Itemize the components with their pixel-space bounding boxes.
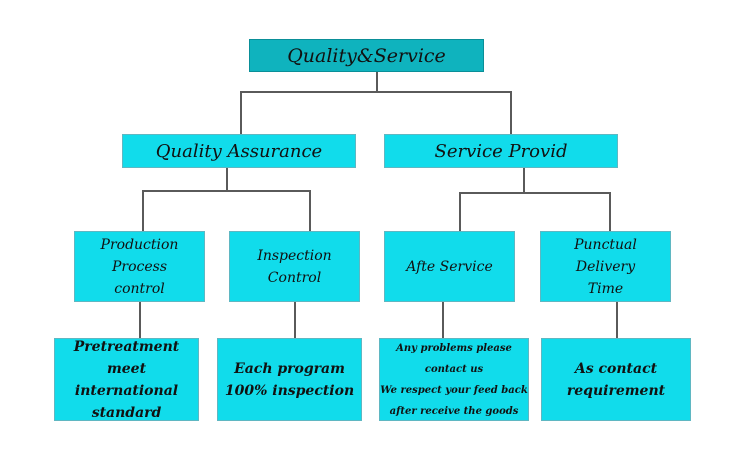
any-problems-node: Any problems please contact us We respec…: [379, 338, 529, 421]
node-text-line: As contact: [574, 360, 658, 377]
root-node: Quality&Service: [249, 39, 484, 72]
node-text-line: Any problems please: [396, 342, 512, 354]
quality-assurance-node: Quality Assurance: [122, 134, 356, 168]
node-text-line: Each program: [234, 360, 345, 377]
connector: [510, 91, 512, 135]
node-text-line: control: [114, 280, 165, 297]
connector: [459, 192, 611, 194]
node-text-line: We respect your feed back: [380, 384, 528, 396]
each-program-node: Each program 100% inspection: [217, 338, 362, 421]
node-text-line: Afte Service: [406, 258, 493, 275]
node-text-line: international: [74, 382, 179, 399]
node-text-line: Delivery: [575, 258, 636, 275]
node-text-line: contact us: [424, 363, 484, 375]
inspection-control-node: Inspection Control: [229, 231, 360, 302]
node-text-line: Pretreatment meet: [73, 338, 180, 377]
node-text-line: requirement: [566, 382, 666, 399]
connector: [523, 167, 525, 193]
as-contact-node: As contact requirement: [541, 338, 691, 421]
connector: [226, 167, 228, 191]
connector: [609, 192, 611, 231]
production-process-node: Production Process control: [74, 231, 205, 302]
node-text-line: Inspection: [257, 247, 332, 264]
node-text-line: Process: [111, 258, 168, 275]
connector: [294, 302, 296, 338]
node-text-line: Production: [100, 236, 179, 253]
connector: [142, 190, 144, 231]
quality-assurance-label: Quality Assurance: [155, 140, 323, 162]
connector: [459, 192, 461, 231]
connector: [376, 72, 378, 92]
node-text-line: Punctual: [574, 236, 637, 253]
node-text-line: 100% inspection: [224, 382, 355, 399]
node-text-line: after receive the goods: [389, 405, 519, 417]
connector: [616, 302, 618, 338]
punctual-delivery-node: Punctual Delivery Time: [540, 231, 671, 302]
service-provid-node: Service Provid: [384, 134, 618, 168]
connector: [142, 190, 311, 192]
after-service-node: Afte Service: [384, 231, 515, 302]
connector: [240, 91, 242, 135]
node-text-line: Time: [587, 280, 624, 297]
connector: [139, 302, 141, 338]
connector: [309, 190, 311, 231]
node-text-line: Control: [267, 269, 322, 286]
root-label: Quality&Service: [287, 44, 446, 67]
node-text-line: standard: [91, 404, 162, 421]
pretreatment-node: Pretreatment meet international standard: [54, 338, 199, 421]
service-provid-label: Service Provid: [434, 140, 568, 162]
connector: [442, 302, 444, 338]
connector: [240, 91, 512, 93]
